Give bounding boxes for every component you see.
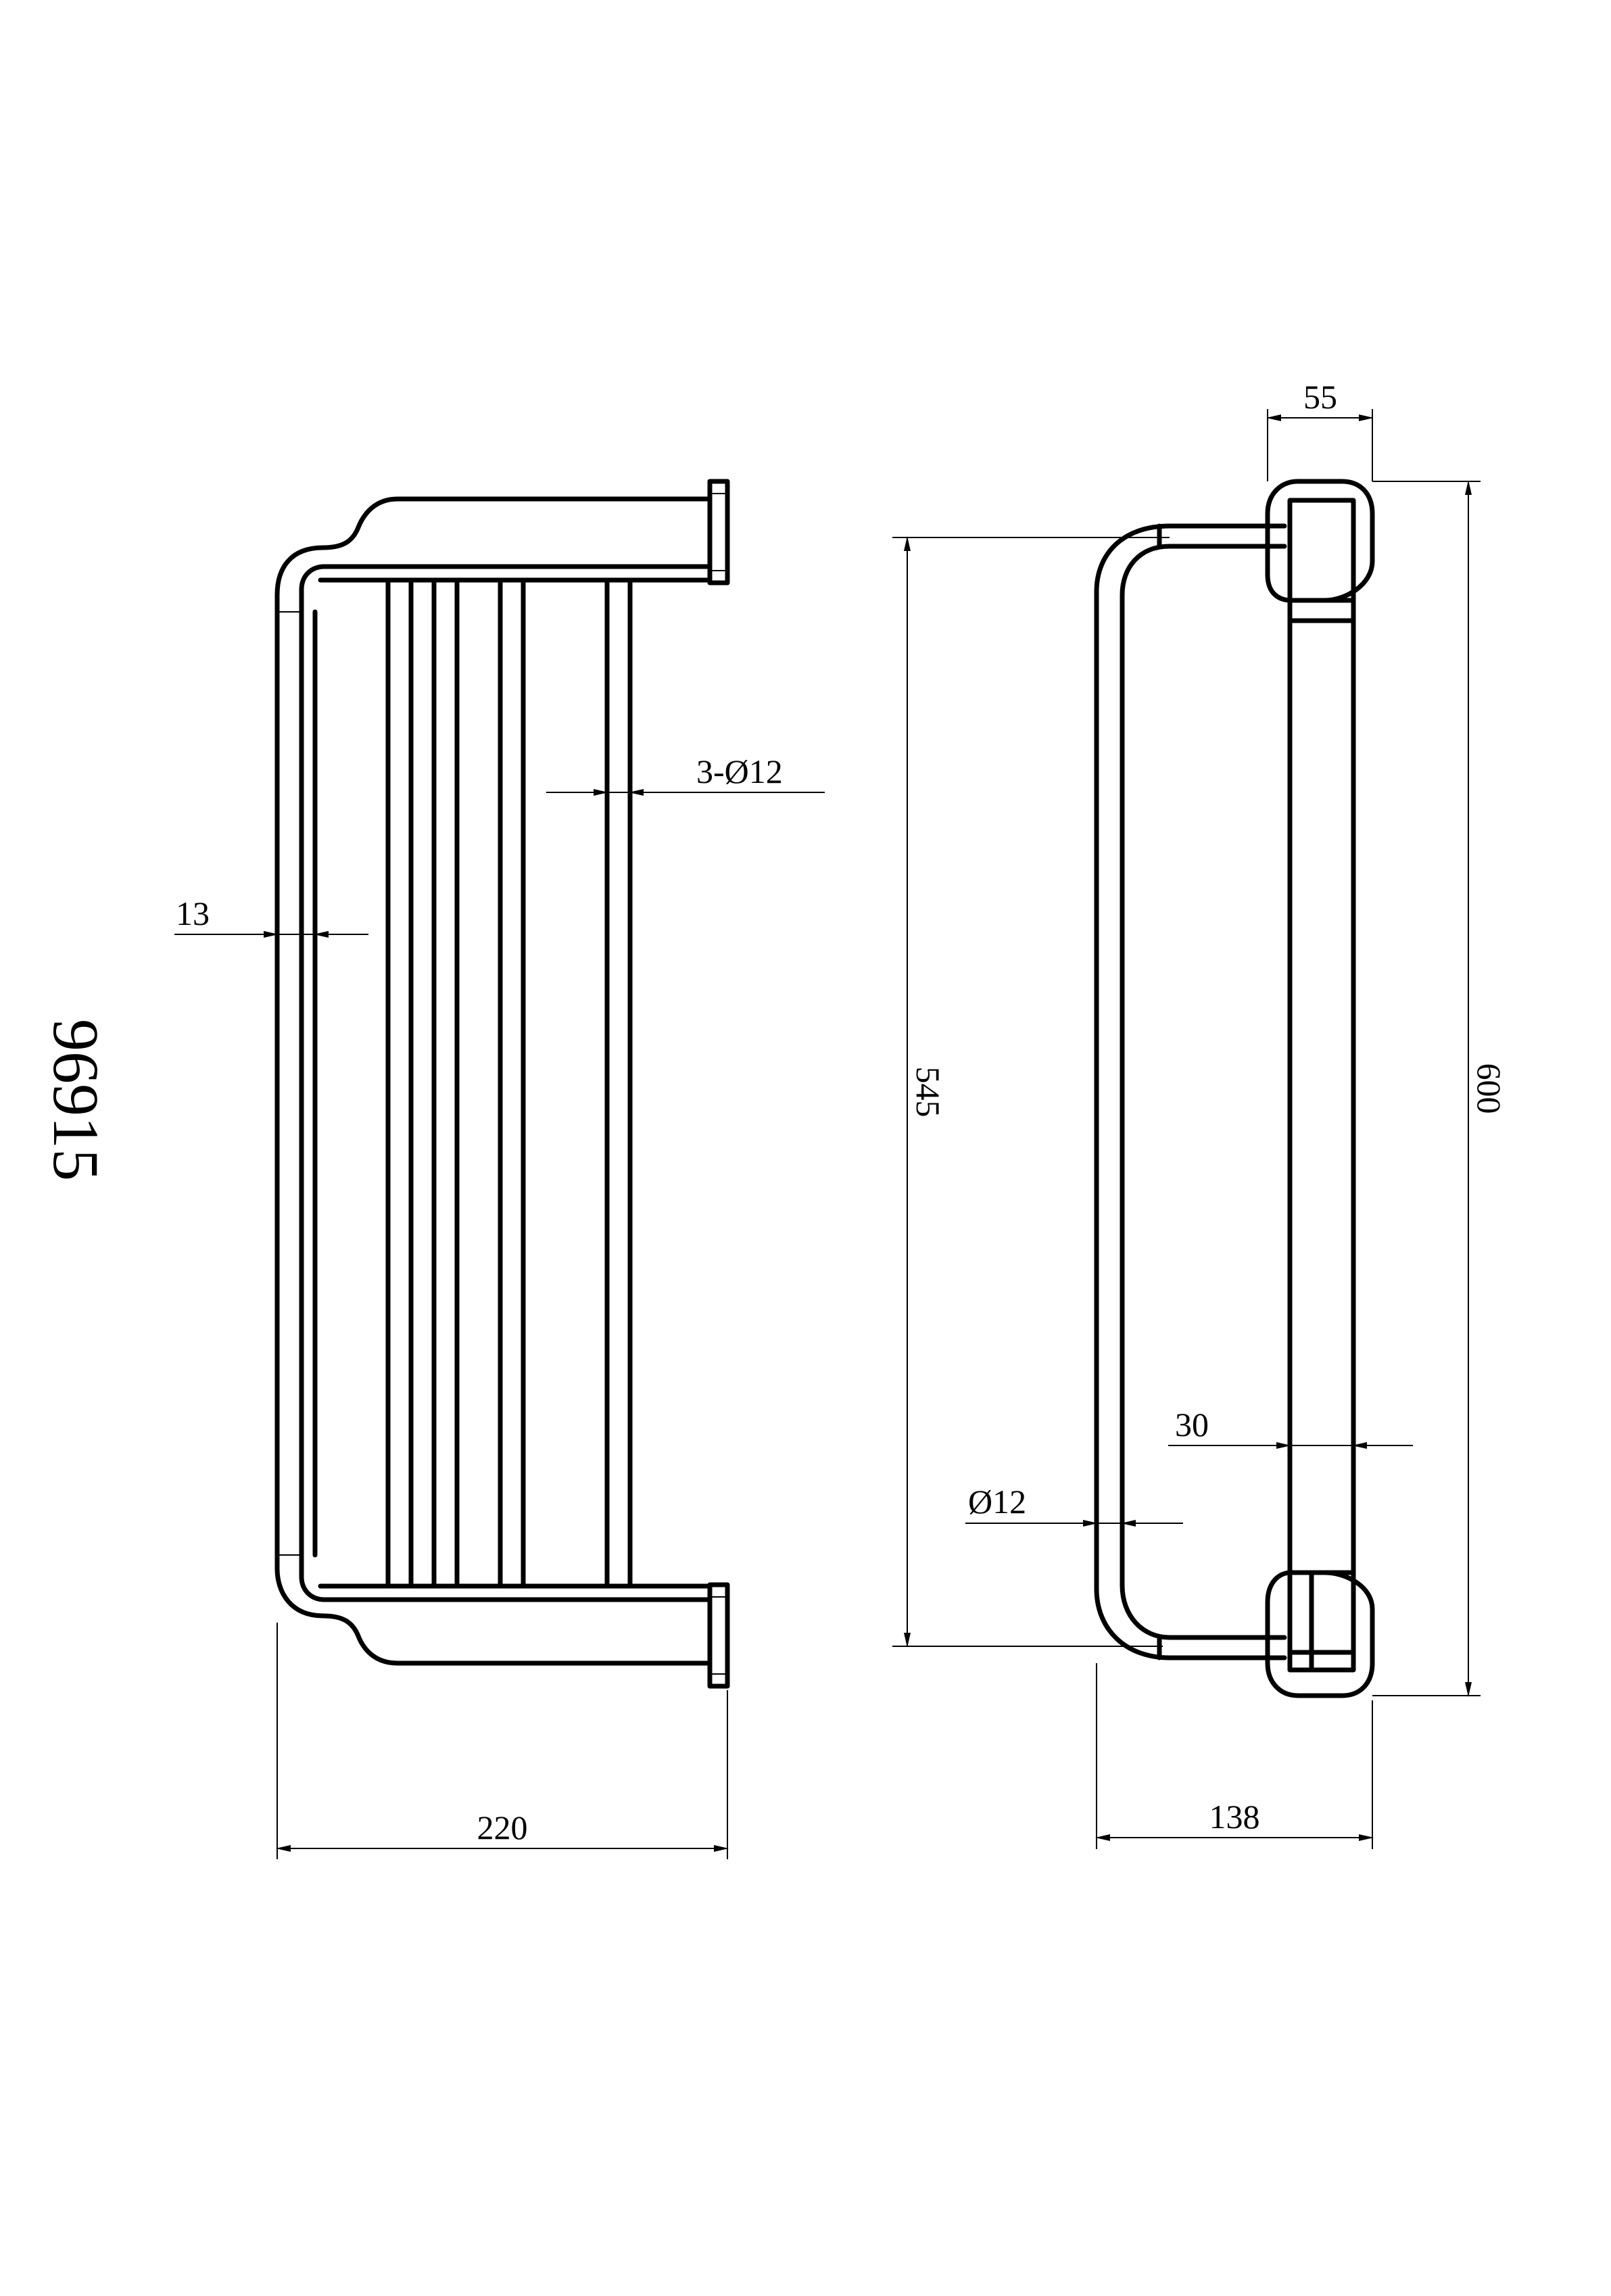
dim-rail-length: 545	[892, 536, 1170, 1648]
bars-dim-label: 3-Ø12	[696, 752, 783, 790]
front-mount-bottom	[707, 1582, 730, 1689]
dim-plate-thickness: 30	[1168, 1406, 1413, 1449]
dim-mount-width: 55	[1266, 378, 1374, 481]
side-view: 55 545 600 30 Ø12	[892, 378, 1508, 1849]
rail-length-dim-label: 545	[909, 1067, 947, 1118]
front-width-dim-label: 220	[477, 1809, 528, 1846]
dim-side-depth: 138	[1095, 1663, 1374, 1849]
front-mount-top	[707, 479, 730, 585]
side-mount-bottom	[1265, 1570, 1375, 1698]
rail-thickness-dim-label: 13	[176, 894, 210, 932]
side-depth-dim-label: 138	[1209, 1798, 1260, 1836]
dim-bars: 3-Ø12	[546, 752, 825, 796]
side-tube-outer	[1094, 523, 1287, 1660]
tube-diameter-dim-label: Ø12	[968, 1483, 1026, 1521]
front-inner-frame	[299, 564, 713, 1602]
dim-tube-diameter: Ø12	[965, 1483, 1183, 1527]
front-view: 3-Ø12 13 220	[174, 479, 825, 1859]
model-number: 96915	[40, 1019, 112, 1181]
plate-thickness-dim-label: 30	[1175, 1406, 1209, 1443]
side-mount-top	[1265, 479, 1375, 603]
dim-overall-height: 600	[1372, 480, 1508, 1697]
front-shelf-bars	[385, 577, 633, 1589]
side-plate	[1287, 498, 1356, 1673]
overall-height-dim-label: 600	[1470, 1063, 1508, 1114]
dim-rail-thickness: 13	[174, 894, 368, 938]
side-tube-inner	[1120, 544, 1287, 1640]
front-outer-frame	[274, 496, 713, 1666]
mount-width-dim-label: 55	[1303, 378, 1337, 416]
dim-front-width: 220	[276, 1623, 729, 1859]
